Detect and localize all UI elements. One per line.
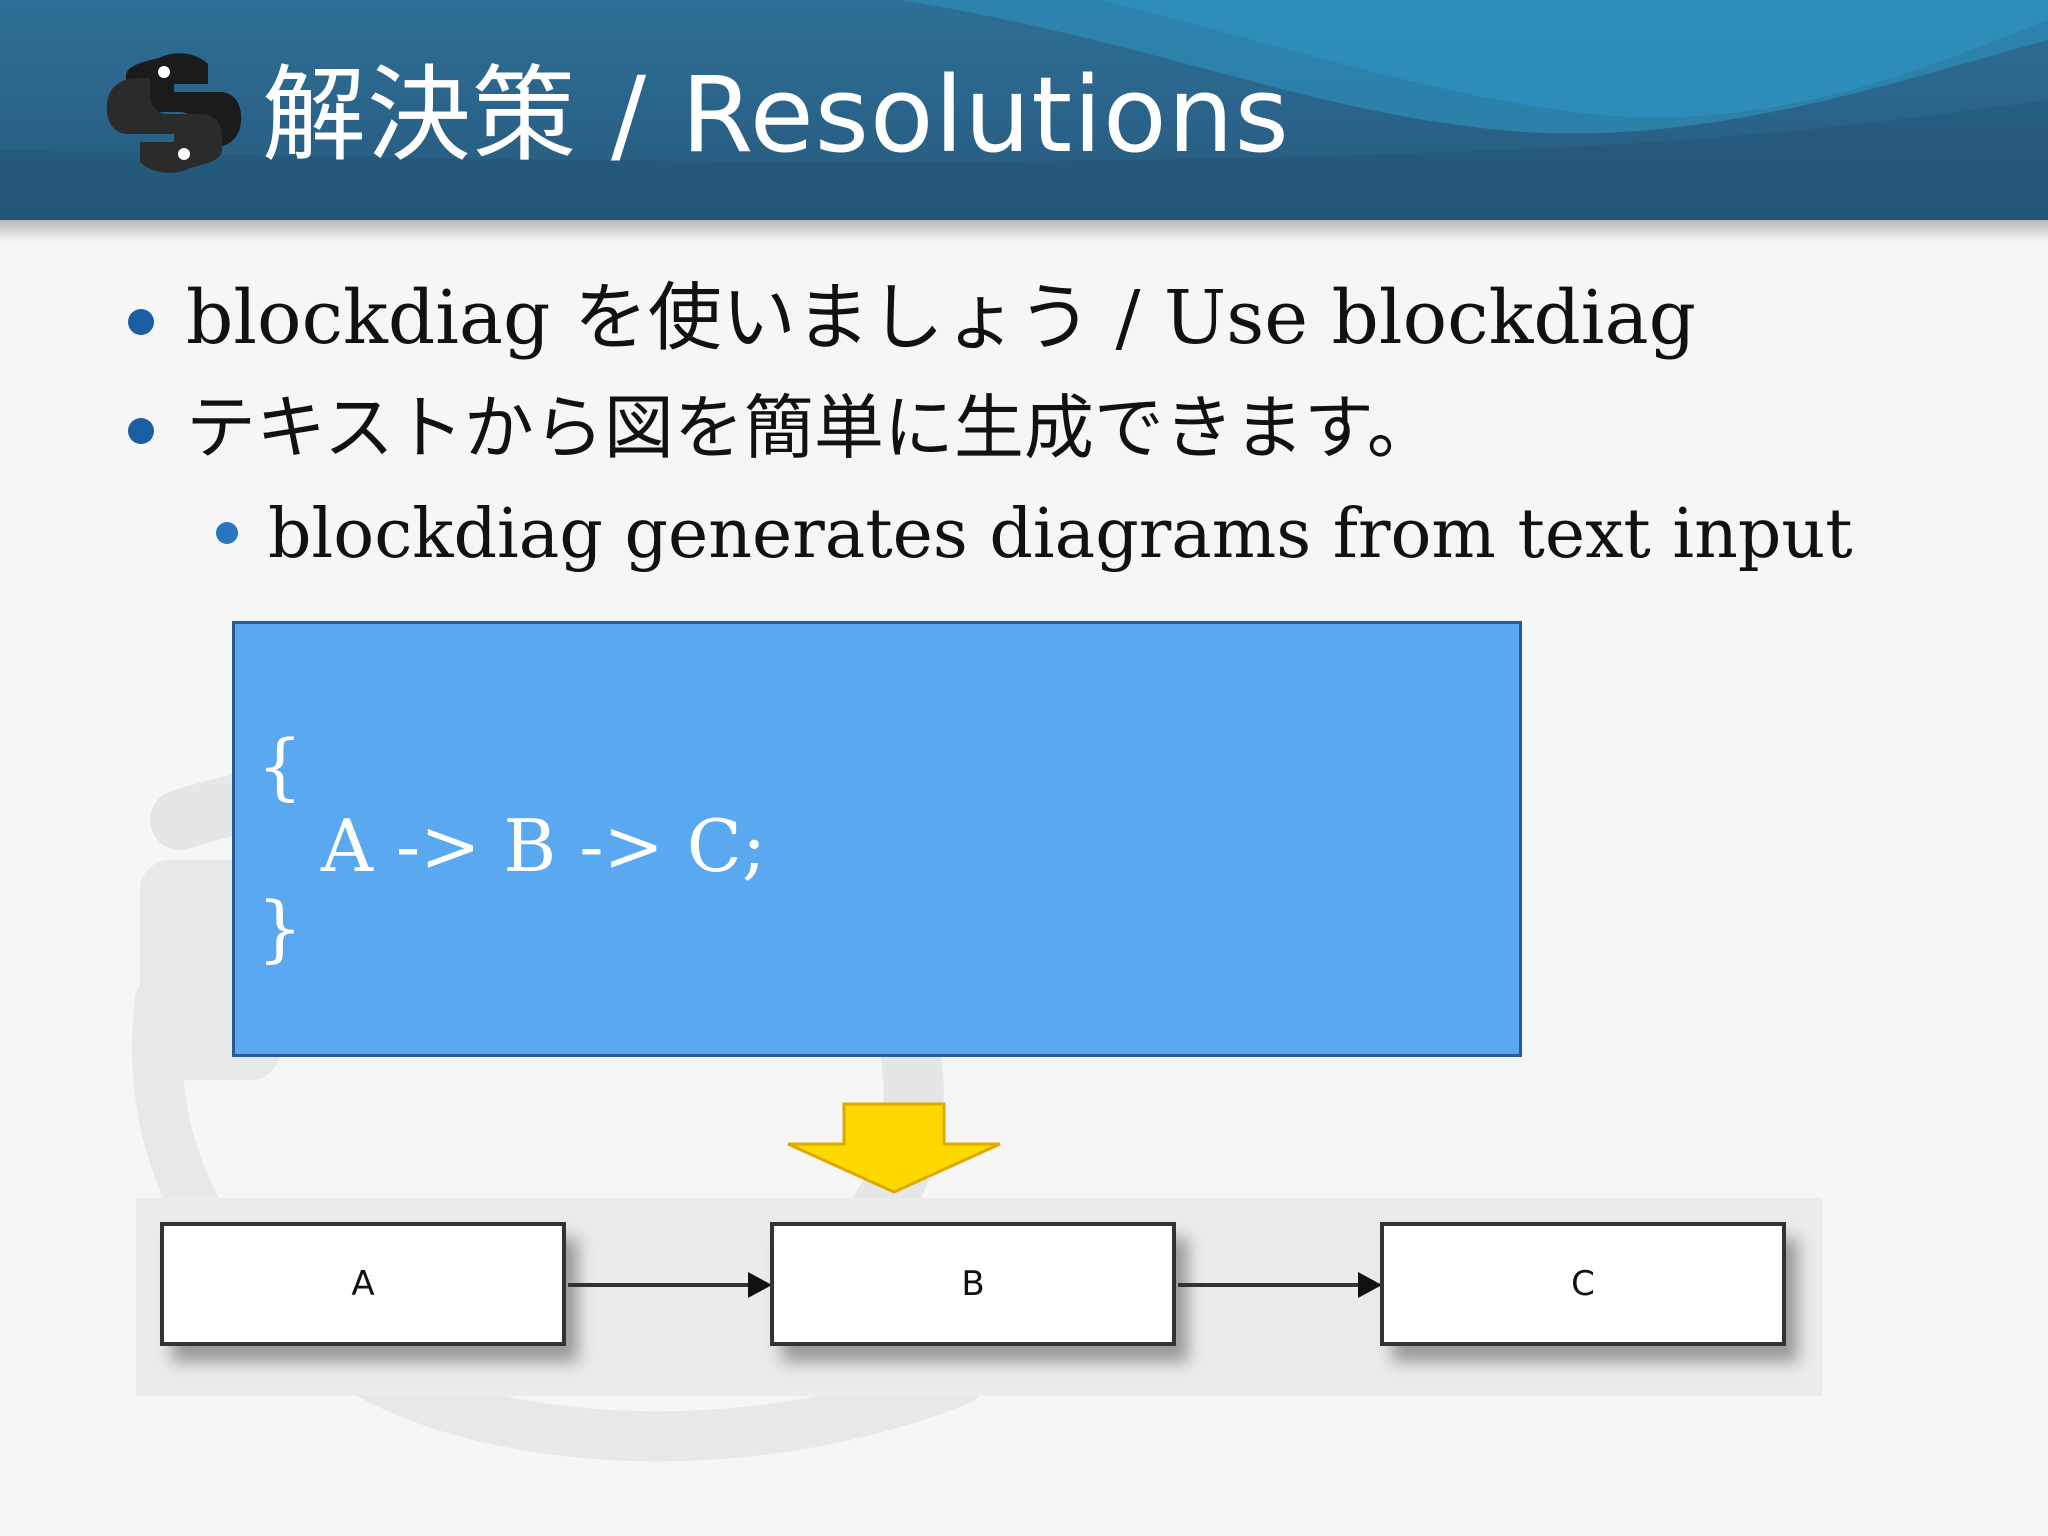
bullet-use-blockdiag: blockdiag を使いましょう / Use blockdiag — [186, 275, 1696, 361]
code-line-edges: A -> B -> C; — [321, 804, 767, 888]
sub-bullet-generates-diagrams: blockdiag generates diagrams from text i… — [268, 495, 1853, 574]
edge-a-b-arrowhead — [748, 1272, 772, 1298]
code-sample-box: { A -> B -> C; } — [232, 621, 1522, 1057]
diagram-node-a: A — [160, 1222, 566, 1346]
header-shadow — [0, 220, 2048, 242]
slide-title: 解決策 / Resolutions — [262, 54, 1290, 176]
slide-header: 解決策 / Resolutions — [0, 0, 2048, 220]
header-wave — [0, 0, 2048, 220]
bullet-dot — [128, 309, 154, 335]
code-line-open: { — [257, 724, 303, 808]
edge-b-c-arrowhead — [1358, 1272, 1382, 1298]
diagram-node-b: B — [770, 1222, 1176, 1346]
code-line-close: } — [257, 886, 303, 970]
diagram-node-c: C — [1380, 1222, 1786, 1346]
sub-bullet-dot — [216, 522, 238, 544]
python-snake-icon — [106, 53, 242, 173]
bullet-generate-from-text: テキストから図を簡単に生成できます。 — [186, 387, 1437, 469]
down-arrow-icon — [787, 1102, 1001, 1194]
bullet-dot — [128, 418, 154, 444]
